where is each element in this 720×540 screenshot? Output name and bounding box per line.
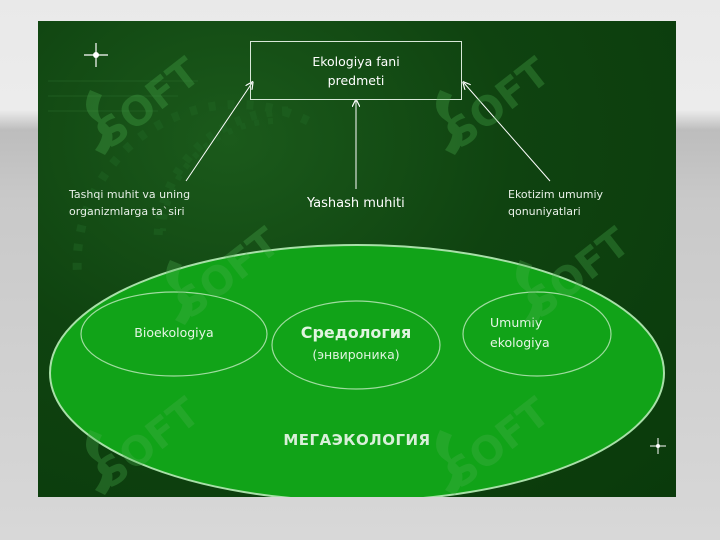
ellipse-center-sub-label: (энвироника) [312, 347, 400, 362]
title-box: Ekologiya fani predmeti [250, 41, 462, 100]
radial-stripes [72, 99, 310, 282]
ellipse-right-label: Umumiy ekologiya [490, 315, 550, 350]
sparkle-bottom-right [650, 438, 666, 454]
arrow-left [185, 83, 252, 182]
right-label: Ekotizim umumiy qonuniyatlari [508, 188, 604, 218]
ellipse-right [462, 291, 612, 377]
sparkle-top-left [84, 43, 108, 67]
ellipse-center-main-label: Средология [300, 323, 412, 342]
big-ellipse-label: МЕГАЭКОЛОГИЯ [283, 431, 431, 449]
ellipse-left-label: Bioekologiya [134, 325, 214, 340]
ellipse-left [80, 291, 268, 377]
arrow-right [464, 83, 551, 182]
slide: Ekologiya fani predmeti Tashqi muhit va … [38, 21, 676, 497]
big-ellipse [49, 244, 665, 497]
ellipse-center [271, 300, 441, 390]
background-decoration [48, 43, 666, 497]
center-label: Yashash muhiti [307, 196, 405, 211]
left-label: Tashqi muhit va uning organizmlarga ta`s… [69, 188, 191, 218]
faint-lines [48, 80, 198, 112]
